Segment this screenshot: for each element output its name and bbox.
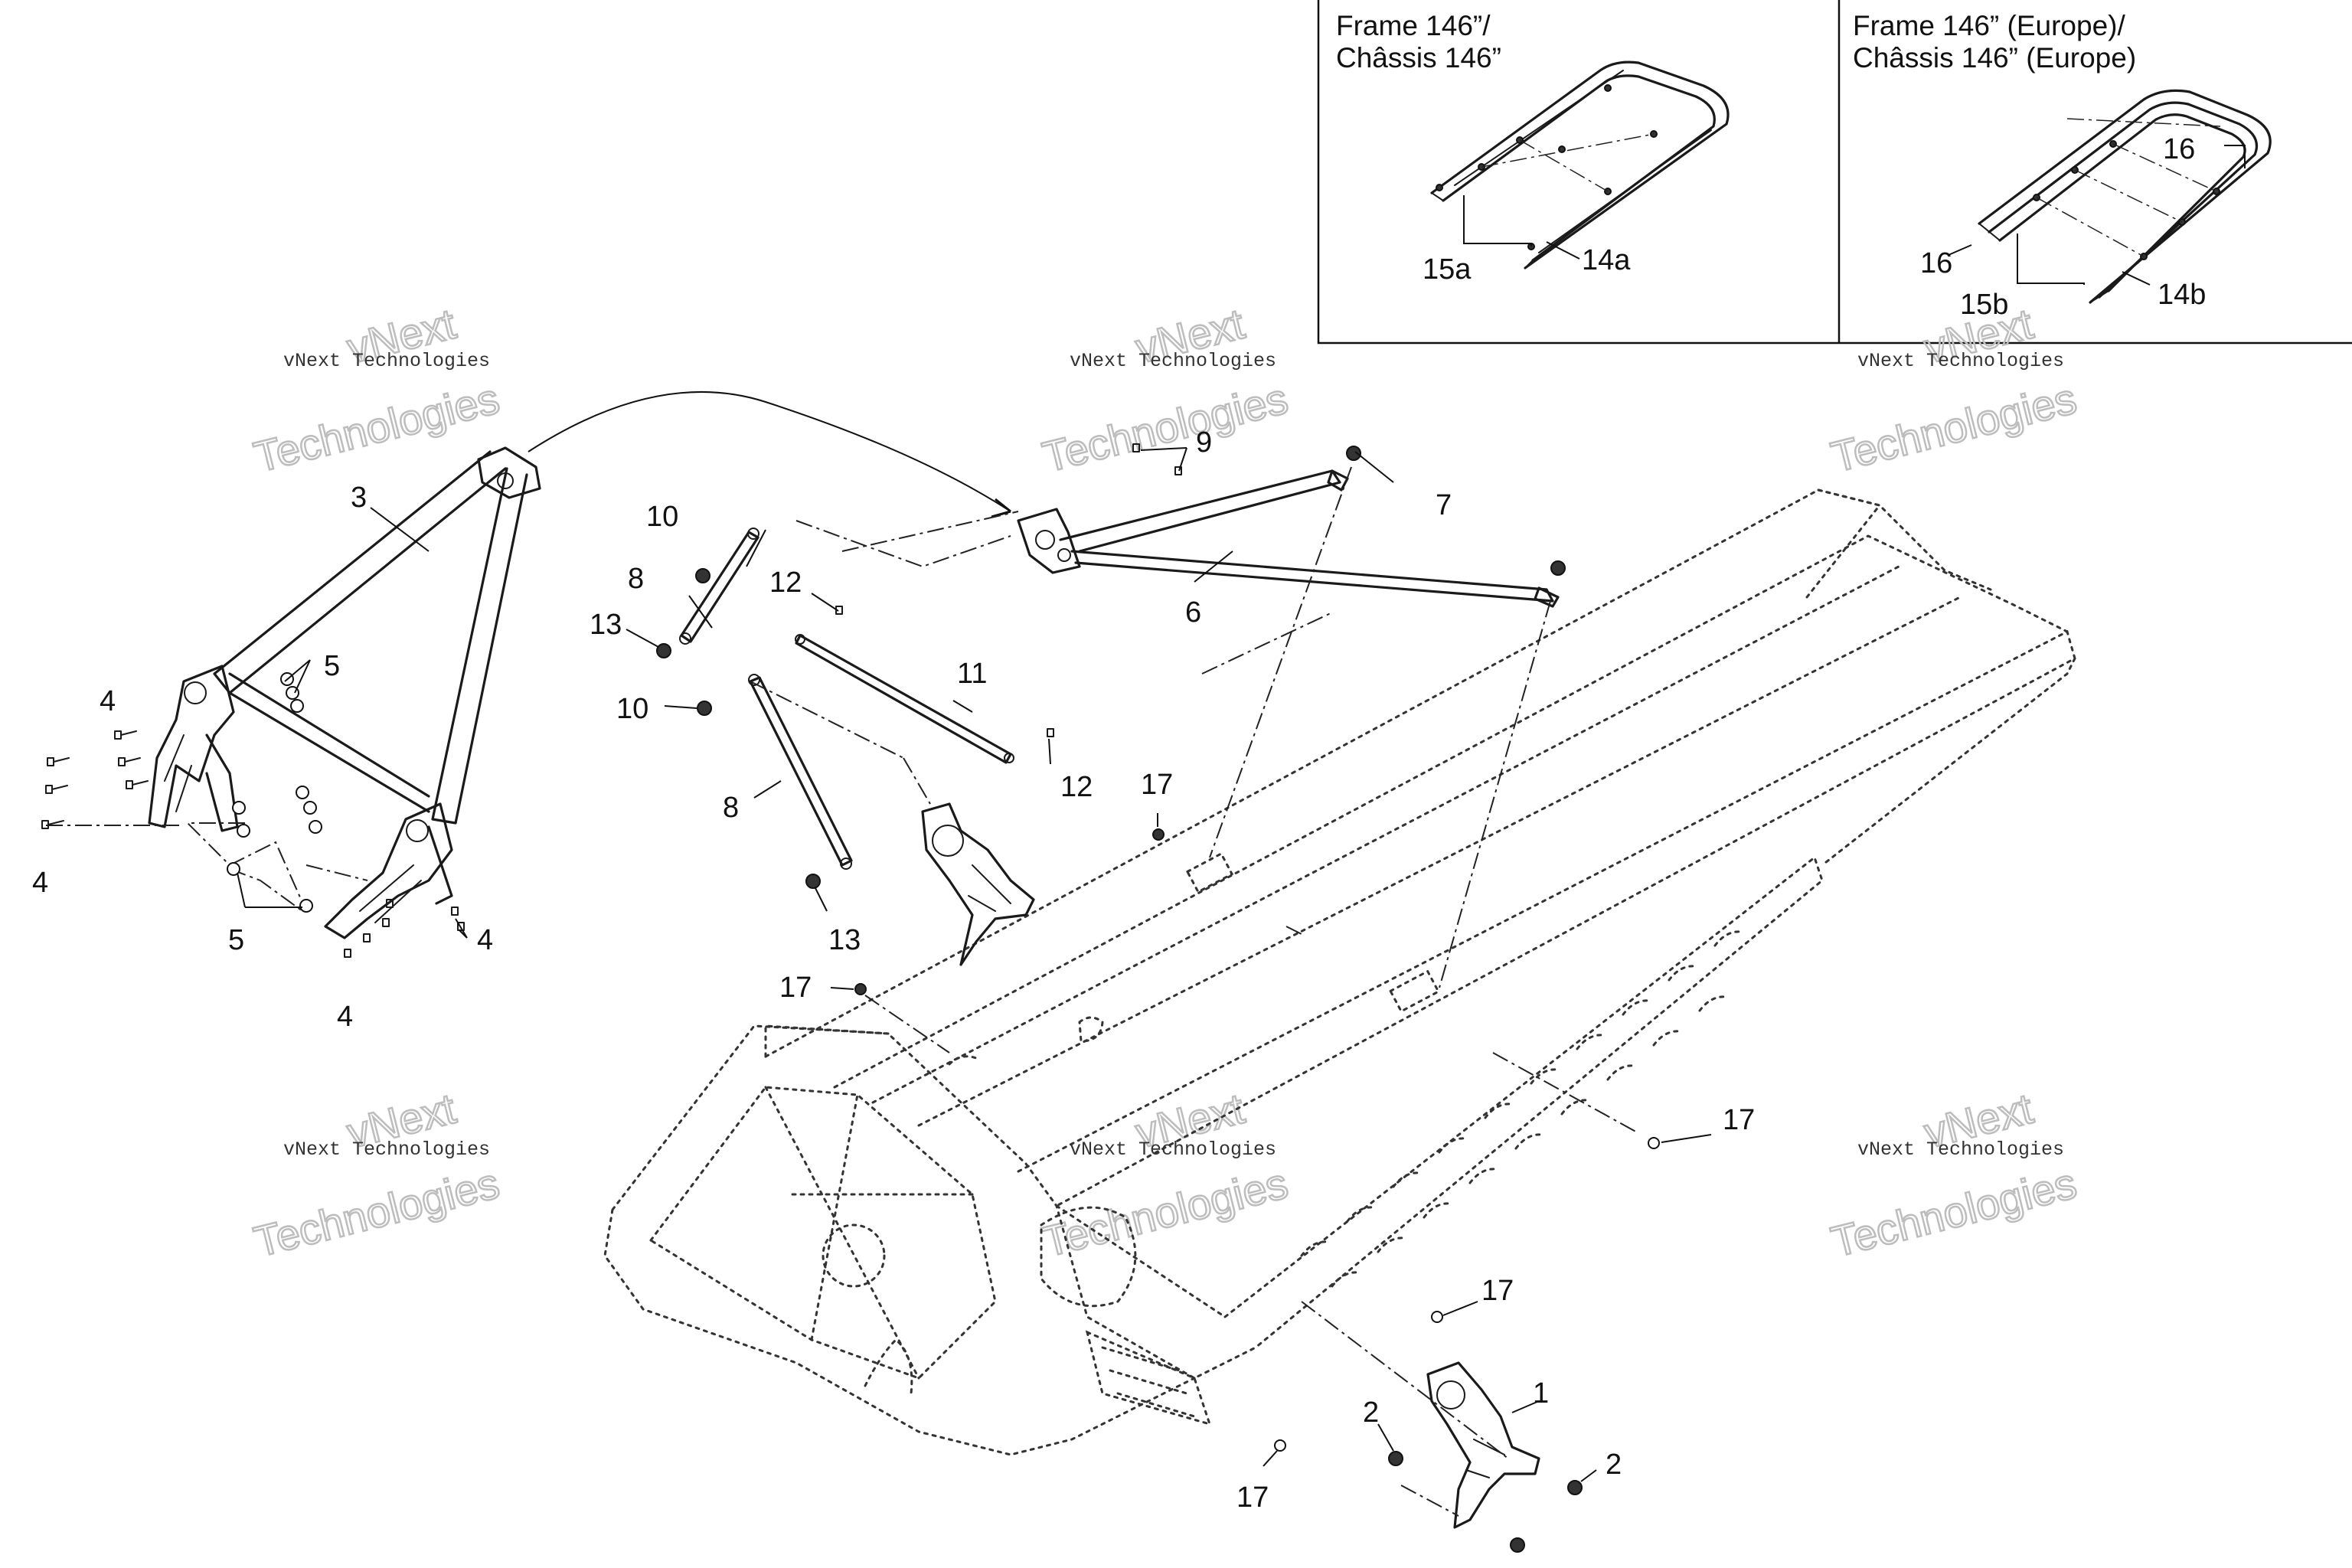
- steering-bracket: [921, 802, 1035, 966]
- nut-2-left: [1388, 1451, 1403, 1466]
- callout-5-lower: 5: [228, 924, 244, 956]
- front-bulkhead: [603, 1024, 1257, 1456]
- callout-14a: 14a: [1582, 244, 1631, 276]
- nut-10-lower: [697, 701, 712, 716]
- nut-13-upper: [656, 643, 671, 658]
- inset-left-title-line1: Frame 146”/: [1336, 10, 1491, 41]
- watermark-small: vNext Technologies: [1070, 1138, 1276, 1161]
- callout-17-center: 17: [1141, 769, 1173, 801]
- part-8-rod-lower: [748, 674, 853, 870]
- rivet-17-d: [1431, 1311, 1443, 1323]
- callout-13-lower: 13: [828, 924, 861, 956]
- rivet-17-b: [854, 983, 867, 995]
- nut-7-upper: [1346, 446, 1361, 461]
- watermark-bottom-left: vNext Technologies vNext Technologies: [248, 1083, 505, 1266]
- callout-13-upper: 13: [590, 609, 622, 641]
- fasteners: [41, 443, 1660, 1553]
- watermark-big-line2: Technologies: [1827, 1158, 2081, 1266]
- callout-11: 11: [957, 658, 987, 690]
- inset-frame-146: Frame 146”/ Châssis 146” 15a 14a: [1336, 10, 1730, 286]
- frame-146-europe-rails: [1978, 89, 2272, 304]
- watermark-small: vNext Technologies: [1857, 1138, 2064, 1161]
- inset-right-title-line1: Frame 146” (Europe)/: [1853, 10, 2125, 41]
- callout-7: 7: [1436, 489, 1452, 521]
- callout-4-bottom: 4: [337, 1001, 353, 1033]
- callout-8-lower: 8: [723, 792, 739, 824]
- callout-17-right: 17: [1723, 1104, 1755, 1136]
- nut-2-right: [1567, 1480, 1583, 1495]
- callout-14b: 14b: [2158, 279, 2206, 311]
- part-1-rear-bracket: [1426, 1361, 1540, 1529]
- callout-4-upper-left: 4: [100, 685, 116, 717]
- watermark-bottom-right: vNext Technologies vNext Technologies: [1825, 1083, 2082, 1266]
- watermark-big-line2: Technologies: [1038, 1158, 1292, 1266]
- callout-12-lower: 12: [1060, 771, 1093, 803]
- callout-2-left: 2: [1363, 1396, 1379, 1429]
- callout-6: 6: [1185, 596, 1201, 629]
- callout-9: 9: [1196, 426, 1212, 459]
- callout-labels: 1 2 2 3 4 4 4 4 5 5 6 7 8 8 9 10 10 11 1…: [32, 426, 1755, 1514]
- part-8-rod-upper: [679, 528, 760, 645]
- frame-146-rails: [1430, 60, 1730, 270]
- nut-2-bottom: [1510, 1537, 1525, 1553]
- callout-4-lower-left: 4: [32, 867, 48, 899]
- callout-16-upper: 16: [2163, 133, 2195, 165]
- tunnel-side-cutouts: [1300, 930, 1743, 1288]
- callout-8-upper: 8: [628, 563, 644, 595]
- watermark-big-line2: Technologies: [250, 1158, 504, 1266]
- callout-16-lower: 16: [1920, 247, 1952, 279]
- bolt-4-group-right: [344, 899, 465, 958]
- watermark-top-center: vNext Technologies vNext Technologies: [1037, 298, 1293, 482]
- nut-10-upper: [695, 568, 710, 583]
- nut-13-lower: [805, 874, 821, 889]
- callout-leaders: [237, 447, 1712, 1482]
- phantom-lines: [46, 391, 1639, 1517]
- watermark-big-line2: Technologies: [1038, 374, 1292, 481]
- inset-panel: [1317, 0, 2352, 345]
- callout-17-left: 17: [779, 972, 812, 1004]
- callout-15b: 15b: [1960, 289, 2008, 321]
- nut-5-group: [227, 672, 322, 913]
- watermark-small: vNext Technologies: [283, 1138, 490, 1161]
- nut-7-lower: [1550, 560, 1566, 576]
- inset-frame-146-europe: Frame 146” (Europe)/ Châssis 146” (Europ…: [1853, 10, 2272, 321]
- rivet-17-a: [1152, 828, 1165, 841]
- callout-15a: 15a: [1423, 253, 1472, 286]
- callout-10-lower: 10: [616, 693, 648, 725]
- callout-1: 1: [1533, 1377, 1549, 1410]
- callout-17-lower-right: 17: [1481, 1275, 1514, 1307]
- callout-3: 3: [351, 482, 367, 514]
- inset-left-title-line2: Châssis 146”: [1336, 42, 1501, 74]
- part-6-v-frame: [1017, 469, 1560, 608]
- callout-17-bottom: 17: [1236, 1481, 1269, 1514]
- callout-10-upper: 10: [646, 501, 678, 533]
- watermark-small: vNext Technologies: [1857, 350, 2064, 372]
- rivet-17-e: [1274, 1439, 1286, 1452]
- callout-2-right: 2: [1606, 1449, 1622, 1481]
- callout-5-upper: 5: [324, 650, 340, 682]
- part-3-a-frame: [148, 446, 541, 939]
- watermark-big-line2: Technologies: [1827, 374, 2081, 481]
- watermark-big-line2: Technologies: [250, 374, 504, 481]
- bolt-4-group-left: [41, 730, 149, 829]
- callout-12-upper: 12: [769, 567, 802, 599]
- watermark-top-right: vNext Technologies vNext Technologies: [1825, 298, 2082, 482]
- watermark-small: vNext Technologies: [283, 350, 490, 372]
- watermark-top-left: vNext Technologies vNext Technologies: [248, 298, 505, 482]
- watermark-small: vNext Technologies: [1070, 350, 1276, 372]
- part-11-rod: [795, 634, 1014, 764]
- callout-4-right: 4: [477, 924, 493, 956]
- inset-right-title-line2: Châssis 146” (Europe): [1853, 42, 2136, 74]
- watermark-bottom-center: vNext Technologies vNext Technologies: [1037, 1083, 1293, 1266]
- rivet-17-c: [1648, 1137, 1660, 1149]
- chassis-tunnel: [603, 488, 2076, 1456]
